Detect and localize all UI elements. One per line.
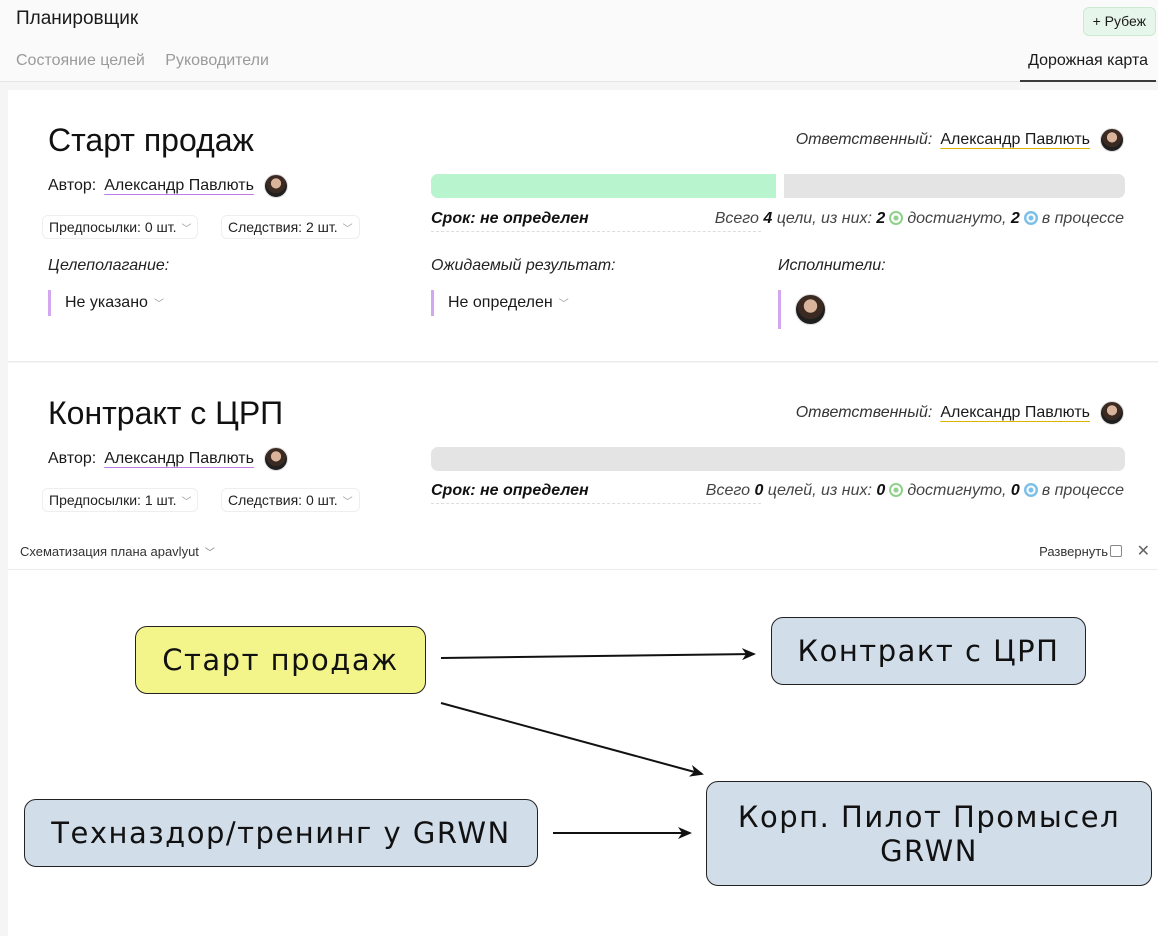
responsible-name[interactable]: Александр Павлють: [940, 131, 1090, 148]
prerequisites-dropdown[interactable]: Предпосылки: 0 шт. ﹀: [42, 215, 199, 239]
avatar: [263, 174, 288, 198]
executors-label: Исполнители:: [778, 257, 886, 274]
plan-schema-panel: Схематизация плана apavlyut﹀ Развернуть …: [8, 535, 1158, 936]
expected-result-value: Не определен: [448, 294, 553, 311]
author-name[interactable]: Александр Павлють: [104, 450, 254, 467]
progress-divider: [776, 174, 784, 198]
author: Автор: Александр Павлють: [48, 174, 288, 198]
expected-result-label: Ожидаемый результат:: [431, 257, 616, 274]
node-corp-pilot[interactable]: Корп. Пилот Промысел GRWN: [706, 781, 1152, 886]
milestone-card: Контракт с ЦРП Ответственный: Александр …: [8, 363, 1158, 535]
goal-setting-dropdown[interactable]: Не указано ﹀: [48, 290, 164, 316]
node-start-sales[interactable]: Старт продаж: [135, 626, 426, 694]
responsible-name[interactable]: Александр Павлють: [940, 404, 1090, 421]
author-name[interactable]: Александр Павлють: [104, 177, 254, 194]
consequences-dropdown[interactable]: Следствия: 0 шт. ﹀: [221, 488, 360, 512]
progress-bar: [431, 174, 1125, 198]
panel-title: Схематизация плана apavlyut: [20, 544, 199, 559]
tab-goal-status[interactable]: Состояние целей: [16, 52, 145, 69]
achieved-count: 2: [876, 210, 886, 227]
totals-goals-word: целей, из них:: [767, 482, 872, 499]
chevron-down-icon: ﹀: [181, 224, 192, 235]
chevron-down-icon: ﹀: [342, 224, 353, 235]
avatar: [263, 447, 288, 471]
totals-count: 4: [763, 210, 773, 227]
expand-button[interactable]: Развернуть: [1039, 544, 1108, 559]
chevron-down-icon: ﹀: [204, 548, 215, 559]
top-bar: Планировщик + Рубеж Состояние целей Руко…: [0, 0, 1158, 82]
in-progress-target-icon: [1023, 483, 1038, 497]
close-icon[interactable]: ✕: [1136, 543, 1150, 560]
author-label: Автор:: [48, 177, 97, 194]
in-progress-word: в процессе: [1041, 482, 1124, 499]
achieved-target-icon: [889, 483, 904, 497]
edge-start-contract: [440, 648, 756, 661]
goal-setting-label: Целеполагание:: [48, 257, 170, 274]
card-title[interactable]: Контракт с ЦРП: [48, 395, 284, 431]
chevron-down-icon: ﹀: [558, 299, 569, 310]
prereq-label: Предпосылки: 0 шт.: [49, 219, 177, 235]
node-contract-crp[interactable]: Контракт с ЦРП: [771, 617, 1086, 685]
prerequisites-dropdown[interactable]: Предпосылки: 1 шт. ﹀: [42, 488, 199, 512]
deadline[interactable]: Срок: не определен: [431, 482, 761, 504]
chevron-down-icon: ﹀: [181, 497, 192, 508]
totals-prefix: Всего: [705, 482, 750, 499]
expected-result-dropdown[interactable]: Не определен ﹀: [431, 290, 569, 316]
totals-count: 0: [754, 482, 764, 499]
responsible: Ответственный: Александр Павлють: [796, 401, 1124, 425]
tab-managers[interactable]: Руководители: [165, 52, 269, 69]
app-title: Планировщик: [16, 8, 139, 29]
in-progress-word: в процессе: [1041, 210, 1124, 227]
achieved-target-icon: [889, 211, 904, 225]
conseq-label: Следствия: 0 шт.: [228, 492, 338, 508]
author: Автор: Александр Павлють: [48, 447, 288, 471]
diagram-edges: [440, 648, 756, 839]
panel-header: Схематизация плана apavlyut﹀ Развернуть …: [8, 535, 1158, 570]
in-progress-count: 2: [1010, 210, 1020, 227]
card-title[interactable]: Старт продаж: [48, 122, 254, 158]
achieved-word: достигнуто,: [907, 210, 1007, 227]
in-progress-count: 0: [1010, 482, 1020, 499]
totals-prefix: Всего: [714, 210, 759, 227]
chevron-down-icon: ﹀: [342, 497, 353, 508]
avatar[interactable]: [795, 294, 826, 325]
tab-roadmap[interactable]: Дорожная карта: [1020, 52, 1156, 82]
goal-setting-value: Не указано: [65, 294, 148, 311]
responsible: Ответственный: Александр Павлють: [796, 128, 1124, 152]
add-milestone-button[interactable]: + Рубеж: [1082, 7, 1156, 36]
node-tech-training[interactable]: Техназдор/тренинг у GRWN: [24, 799, 538, 867]
progress-fill: [431, 174, 778, 198]
chevron-down-icon: ﹀: [153, 299, 164, 310]
in-progress-target-icon: [1023, 211, 1038, 225]
achieved-word: достигнуто,: [907, 482, 1007, 499]
author-label: Автор:: [48, 450, 97, 467]
progress-bar: [431, 447, 1125, 471]
conseq-label: Следствия: 2 шт.: [228, 219, 338, 235]
tabs-left: Состояние целей Руководители: [16, 52, 285, 70]
avatar: [1100, 128, 1124, 152]
panel-title-dropdown[interactable]: Схематизация плана apavlyut ﹀: [20, 544, 215, 559]
expand-icon[interactable]: [1110, 545, 1122, 557]
prereq-label: Предпосылки: 1 шт.: [49, 492, 177, 508]
responsible-label: Ответственный:: [795, 131, 933, 148]
edge-start-pilot: [440, 702, 704, 777]
deadline[interactable]: Срок: не определен: [431, 210, 761, 232]
achieved-count: 0: [876, 482, 886, 499]
executors-list[interactable]: [778, 290, 826, 329]
responsible-label: Ответственный:: [795, 404, 933, 421]
avatar: [1100, 401, 1124, 425]
consequences-dropdown[interactable]: Следствия: 2 шт. ﹀: [221, 215, 360, 239]
milestone-card: Старт продаж Ответственный: Александр Па…: [8, 90, 1158, 362]
totals-goals-word: цели, из них:: [776, 210, 872, 227]
